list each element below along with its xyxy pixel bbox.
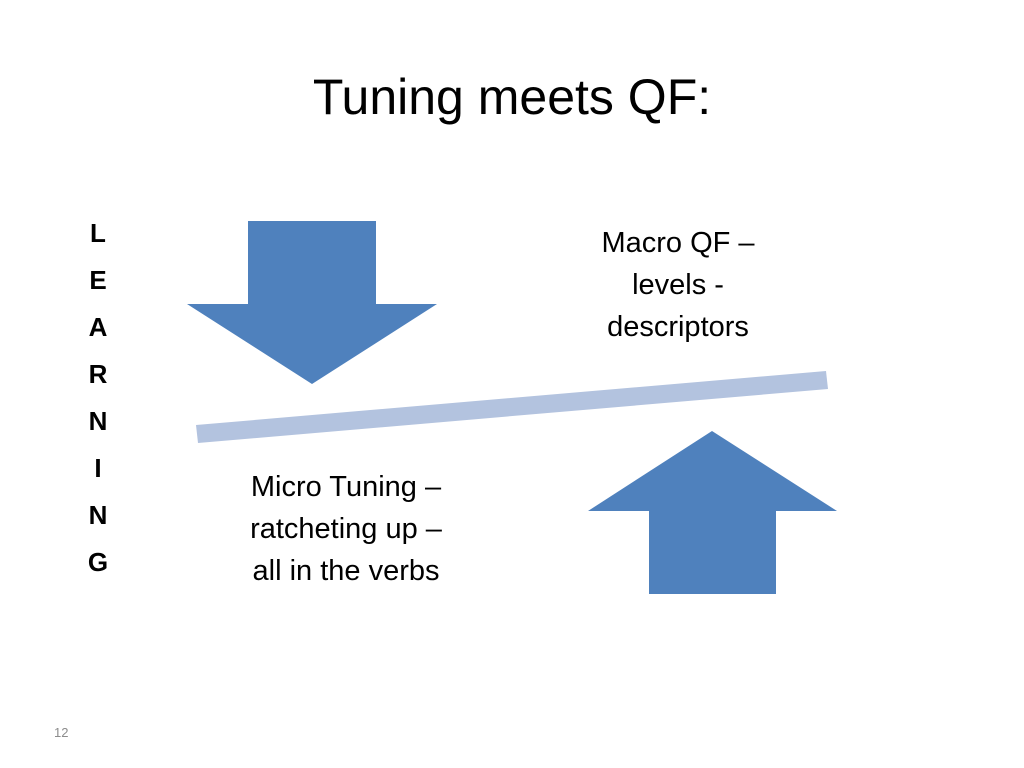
- vertical-letter: A: [88, 312, 108, 342]
- macro-qf-label-line: levels -: [632, 269, 724, 301]
- vertical-letter: I: [94, 453, 102, 483]
- vertical-letter: R: [88, 359, 108, 389]
- macro-qf-label-line: Macro QF –: [601, 227, 755, 259]
- micro-tuning-label-line: Micro Tuning –: [250, 471, 442, 503]
- slide-title: Tuning meets QF:: [312, 69, 712, 125]
- vertical-letter: N: [88, 406, 108, 436]
- vertical-letter: N: [88, 500, 108, 530]
- balance-bar: [196, 371, 828, 443]
- arrow-down-icon: [187, 221, 437, 384]
- vertical-word-learning: L E A R N I N G: [78, 210, 118, 586]
- vertical-letter: E: [89, 265, 107, 295]
- macro-qf-label: Macro QF – levels - descriptors: [548, 222, 808, 348]
- macro-qf-label-line: descriptors: [607, 311, 749, 343]
- vertical-letter: L: [90, 218, 106, 248]
- micro-tuning-label-line: all in the verbs: [252, 555, 440, 587]
- vertical-letter: G: [87, 547, 109, 577]
- micro-tuning-label: Micro Tuning – ratcheting up – all in th…: [196, 466, 496, 592]
- slide-number: 12: [54, 725, 69, 740]
- arrow-up-icon: [588, 431, 837, 594]
- micro-tuning-label-line: ratcheting up –: [250, 513, 442, 545]
